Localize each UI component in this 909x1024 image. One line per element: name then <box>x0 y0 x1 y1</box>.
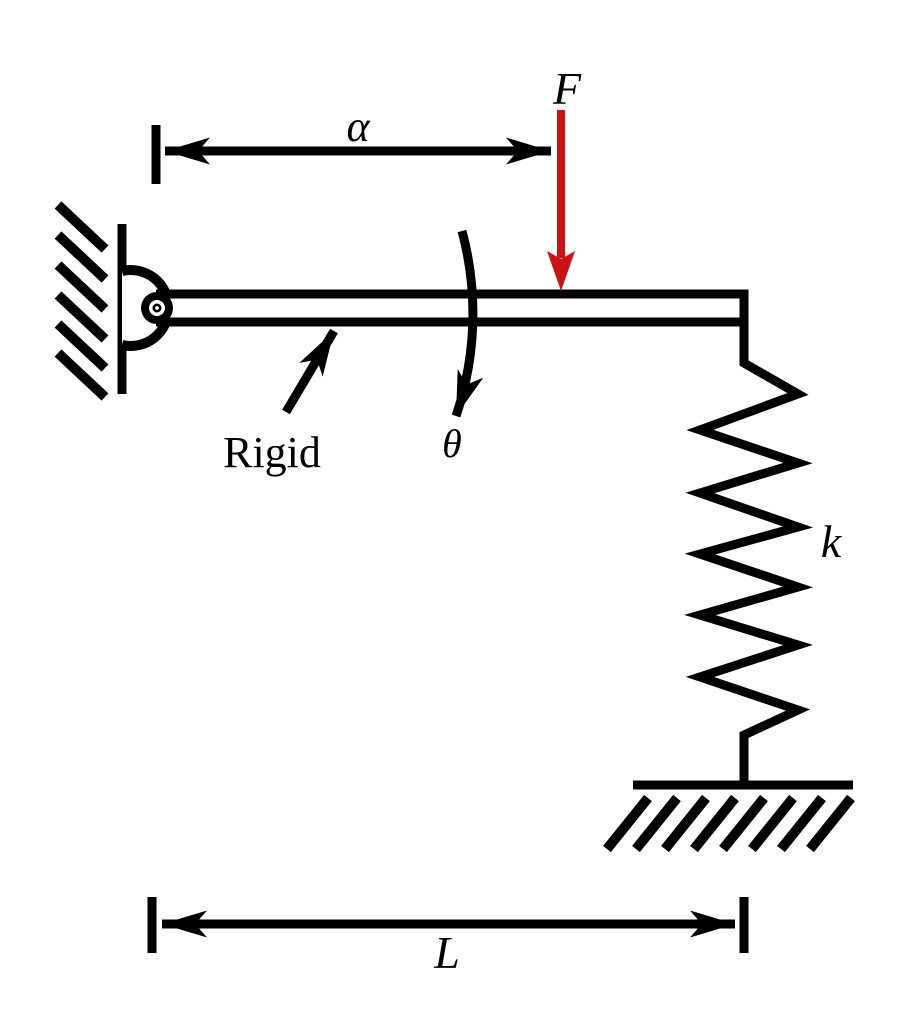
length-dimension: L <box>147 897 749 978</box>
ground-hatch-line <box>719 794 768 853</box>
rigid-label: Rigid <box>223 428 321 477</box>
alpha-label: α <box>346 102 370 151</box>
force-arrowhead-icon <box>547 251 575 291</box>
wall-hatch-line <box>54 231 109 283</box>
theta-arc <box>451 229 484 418</box>
ground-hatch-line <box>690 794 739 853</box>
ground-hatch-line <box>632 794 681 853</box>
spring-stiffness-label: k <box>821 516 843 567</box>
ground-hatch-line <box>748 794 797 853</box>
alpha-dimension: α <box>151 102 551 184</box>
wall-hatch-line <box>54 201 109 253</box>
wall-hatch-line <box>54 261 109 313</box>
rigid-callout-arrow <box>282 328 338 415</box>
wall-hatch-line <box>54 349 109 401</box>
ground-hatch-line <box>806 794 855 853</box>
beam-outline <box>156 289 749 327</box>
ground-hatching <box>603 794 855 853</box>
spring-zigzag <box>684 320 814 786</box>
wall-support <box>54 201 174 401</box>
force-label: F <box>552 63 582 114</box>
rigid-callout: Rigid <box>223 328 338 477</box>
theta-label: θ <box>442 421 462 466</box>
force-arrow: F <box>547 63 582 291</box>
wall-hatching <box>54 201 109 401</box>
length-label: L <box>433 927 460 978</box>
ground-hatch-line <box>777 794 826 853</box>
pin-joint <box>141 292 173 324</box>
ground-hatch-line <box>603 794 652 853</box>
pin-center-icon <box>152 303 162 313</box>
wall-hatch-line <box>54 291 109 343</box>
spring: k <box>684 320 843 786</box>
theta-annotation: θ <box>442 229 484 466</box>
ground-hatch-line <box>661 794 710 853</box>
wall-hatch-line <box>54 320 109 372</box>
ground-support <box>603 780 855 853</box>
